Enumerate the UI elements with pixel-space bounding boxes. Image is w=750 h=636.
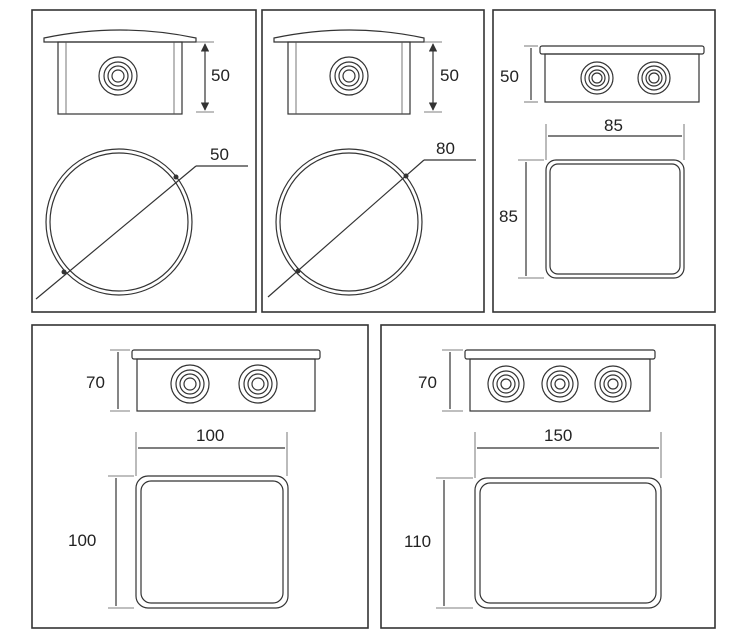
top-view: 50 — [35, 145, 248, 300]
depth-dimension: 85 — [499, 159, 544, 279]
side-view — [273, 29, 425, 115]
depth-label: 100 — [68, 531, 96, 550]
cable-gland — [580, 61, 614, 95]
lid — [131, 349, 321, 360]
lid — [539, 45, 705, 55]
box-body — [469, 358, 651, 412]
inner-circle — [279, 152, 419, 292]
cable-gland — [637, 61, 671, 95]
inner-rect — [479, 482, 657, 604]
depth-label: 85 — [499, 207, 518, 226]
height-dimension: 70 — [418, 349, 463, 412]
lid-dome — [273, 29, 425, 43]
outer-rect — [545, 159, 685, 279]
outer-circle — [45, 148, 193, 296]
box-body — [287, 41, 411, 115]
panel-frame — [261, 9, 485, 313]
panel-frame — [492, 9, 716, 313]
cable-gland — [98, 56, 138, 96]
inner-circle — [49, 152, 189, 292]
width-label: 150 — [544, 426, 572, 445]
inner-rect — [140, 480, 284, 604]
width-dimension: 100 — [135, 426, 288, 476]
height-label: 50 — [211, 66, 230, 85]
depth-dimension: 100 — [68, 475, 134, 609]
top-view — [545, 159, 685, 279]
width-dimension: 85 — [545, 116, 685, 160]
panel-rect-150: 70 150 110 — [380, 324, 716, 629]
height-label: 50 — [500, 67, 519, 86]
cable-gland — [541, 365, 579, 403]
side-view — [464, 349, 656, 412]
top-view — [135, 475, 289, 609]
cable-gland — [594, 365, 632, 403]
panel-frame — [31, 9, 257, 313]
box-body — [136, 358, 316, 412]
top-view: 80 — [267, 139, 476, 298]
outer-rect — [474, 477, 662, 609]
width-label: 100 — [196, 426, 224, 445]
lid-dome — [43, 29, 197, 43]
side-view — [539, 45, 705, 103]
panel-square-85: 50 85 85 — [492, 9, 716, 313]
panel-square-100: 70 100 100 — [31, 324, 369, 629]
outer-rect — [135, 475, 289, 609]
height-dimension: 70 — [86, 349, 130, 412]
height-dimension: 50 — [196, 41, 230, 113]
width-dimension: 150 — [474, 426, 662, 478]
lid — [464, 349, 656, 360]
inner-rect — [549, 163, 681, 275]
panel-round-50: 50 50 — [31, 9, 257, 313]
panel-round-80: 50 80 — [261, 9, 485, 313]
height-label: 70 — [86, 373, 105, 392]
outer-circle — [275, 148, 423, 296]
diameter-label: 80 — [436, 139, 455, 158]
box-body — [57, 41, 183, 115]
height-dimension: 50 — [424, 41, 459, 113]
diameter-line — [267, 159, 425, 298]
box-body — [544, 53, 700, 103]
depth-dimension: 110 — [404, 477, 473, 609]
top-view — [474, 477, 662, 609]
cable-gland — [238, 364, 278, 404]
side-view — [131, 349, 321, 412]
height-label: 50 — [440, 66, 459, 85]
cable-gland — [329, 56, 369, 96]
width-label: 85 — [604, 116, 623, 135]
height-label: 70 — [418, 373, 437, 392]
cable-gland — [170, 364, 210, 404]
diameter-line — [35, 165, 197, 300]
height-dimension: 50 — [500, 45, 538, 103]
depth-label: 110 — [404, 532, 431, 551]
panel-frame — [31, 324, 369, 629]
diameter-label: 50 — [210, 145, 229, 164]
panel-frame — [380, 324, 716, 629]
cable-gland — [487, 365, 525, 403]
side-view — [43, 29, 197, 115]
